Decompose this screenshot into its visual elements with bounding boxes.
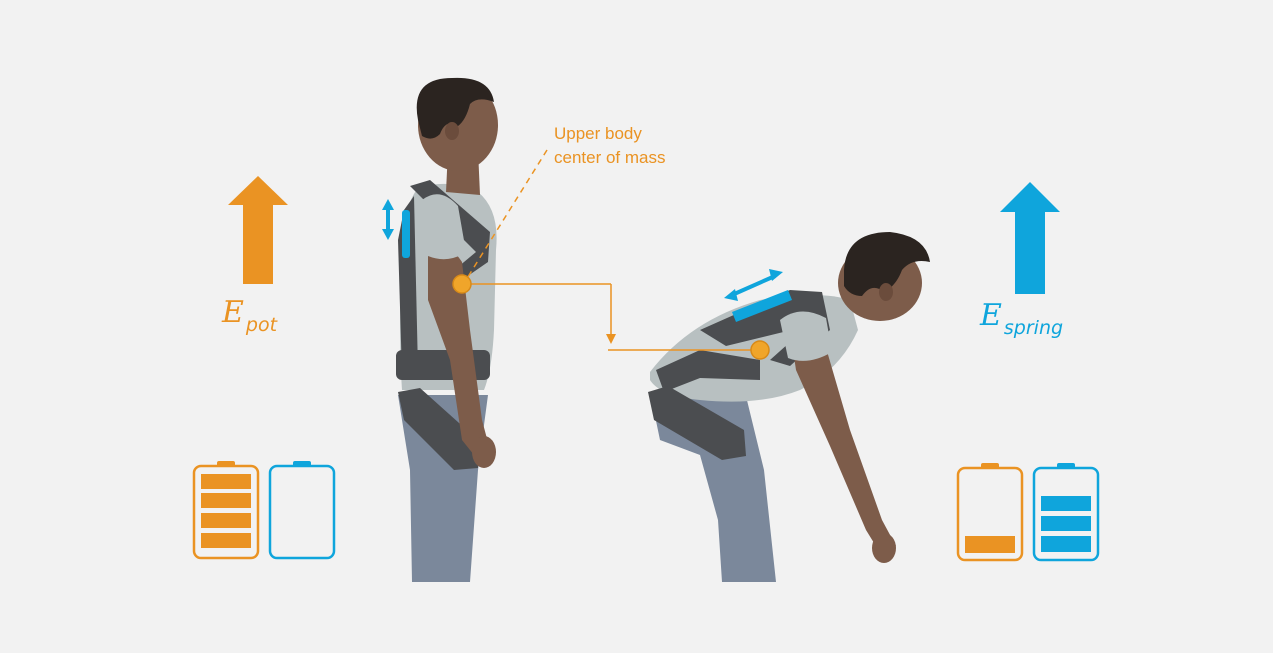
battery-potential-low — [958, 463, 1022, 560]
center-of-mass-label-line1: Upper body — [554, 122, 666, 146]
spring-stretch-arrow-vertical — [382, 199, 394, 240]
battery-segment — [201, 493, 251, 508]
potential-energy-subscript: pot — [246, 314, 277, 336]
center-of-mass-label-line2: center of mass — [554, 146, 666, 170]
battery-segment — [1041, 536, 1091, 552]
com-drop-arrow — [606, 284, 616, 344]
com-marker-bending — [751, 341, 769, 359]
potential-energy-symbol: E — [222, 295, 244, 330]
battery-segment — [1041, 496, 1091, 511]
battery-segment — [201, 474, 251, 489]
spring-energy-subscript: spring — [1004, 317, 1063, 339]
standing-person — [396, 78, 498, 582]
battery-potential-full — [194, 461, 258, 558]
battery-segment — [201, 533, 251, 548]
spring-energy-arrow — [1000, 182, 1060, 294]
potential-energy-arrow — [228, 176, 288, 284]
bending-person — [648, 232, 930, 582]
battery-segment — [201, 513, 251, 528]
battery-segment — [965, 536, 1015, 553]
center-of-mass-label: Upper body center of mass — [554, 122, 666, 170]
battery-segment — [1041, 516, 1091, 531]
com-marker-standing — [453, 275, 471, 293]
battery-spring-empty — [270, 461, 334, 558]
battery-spring-charged — [1034, 463, 1098, 560]
spring-energy-symbol: E — [980, 298, 1002, 333]
